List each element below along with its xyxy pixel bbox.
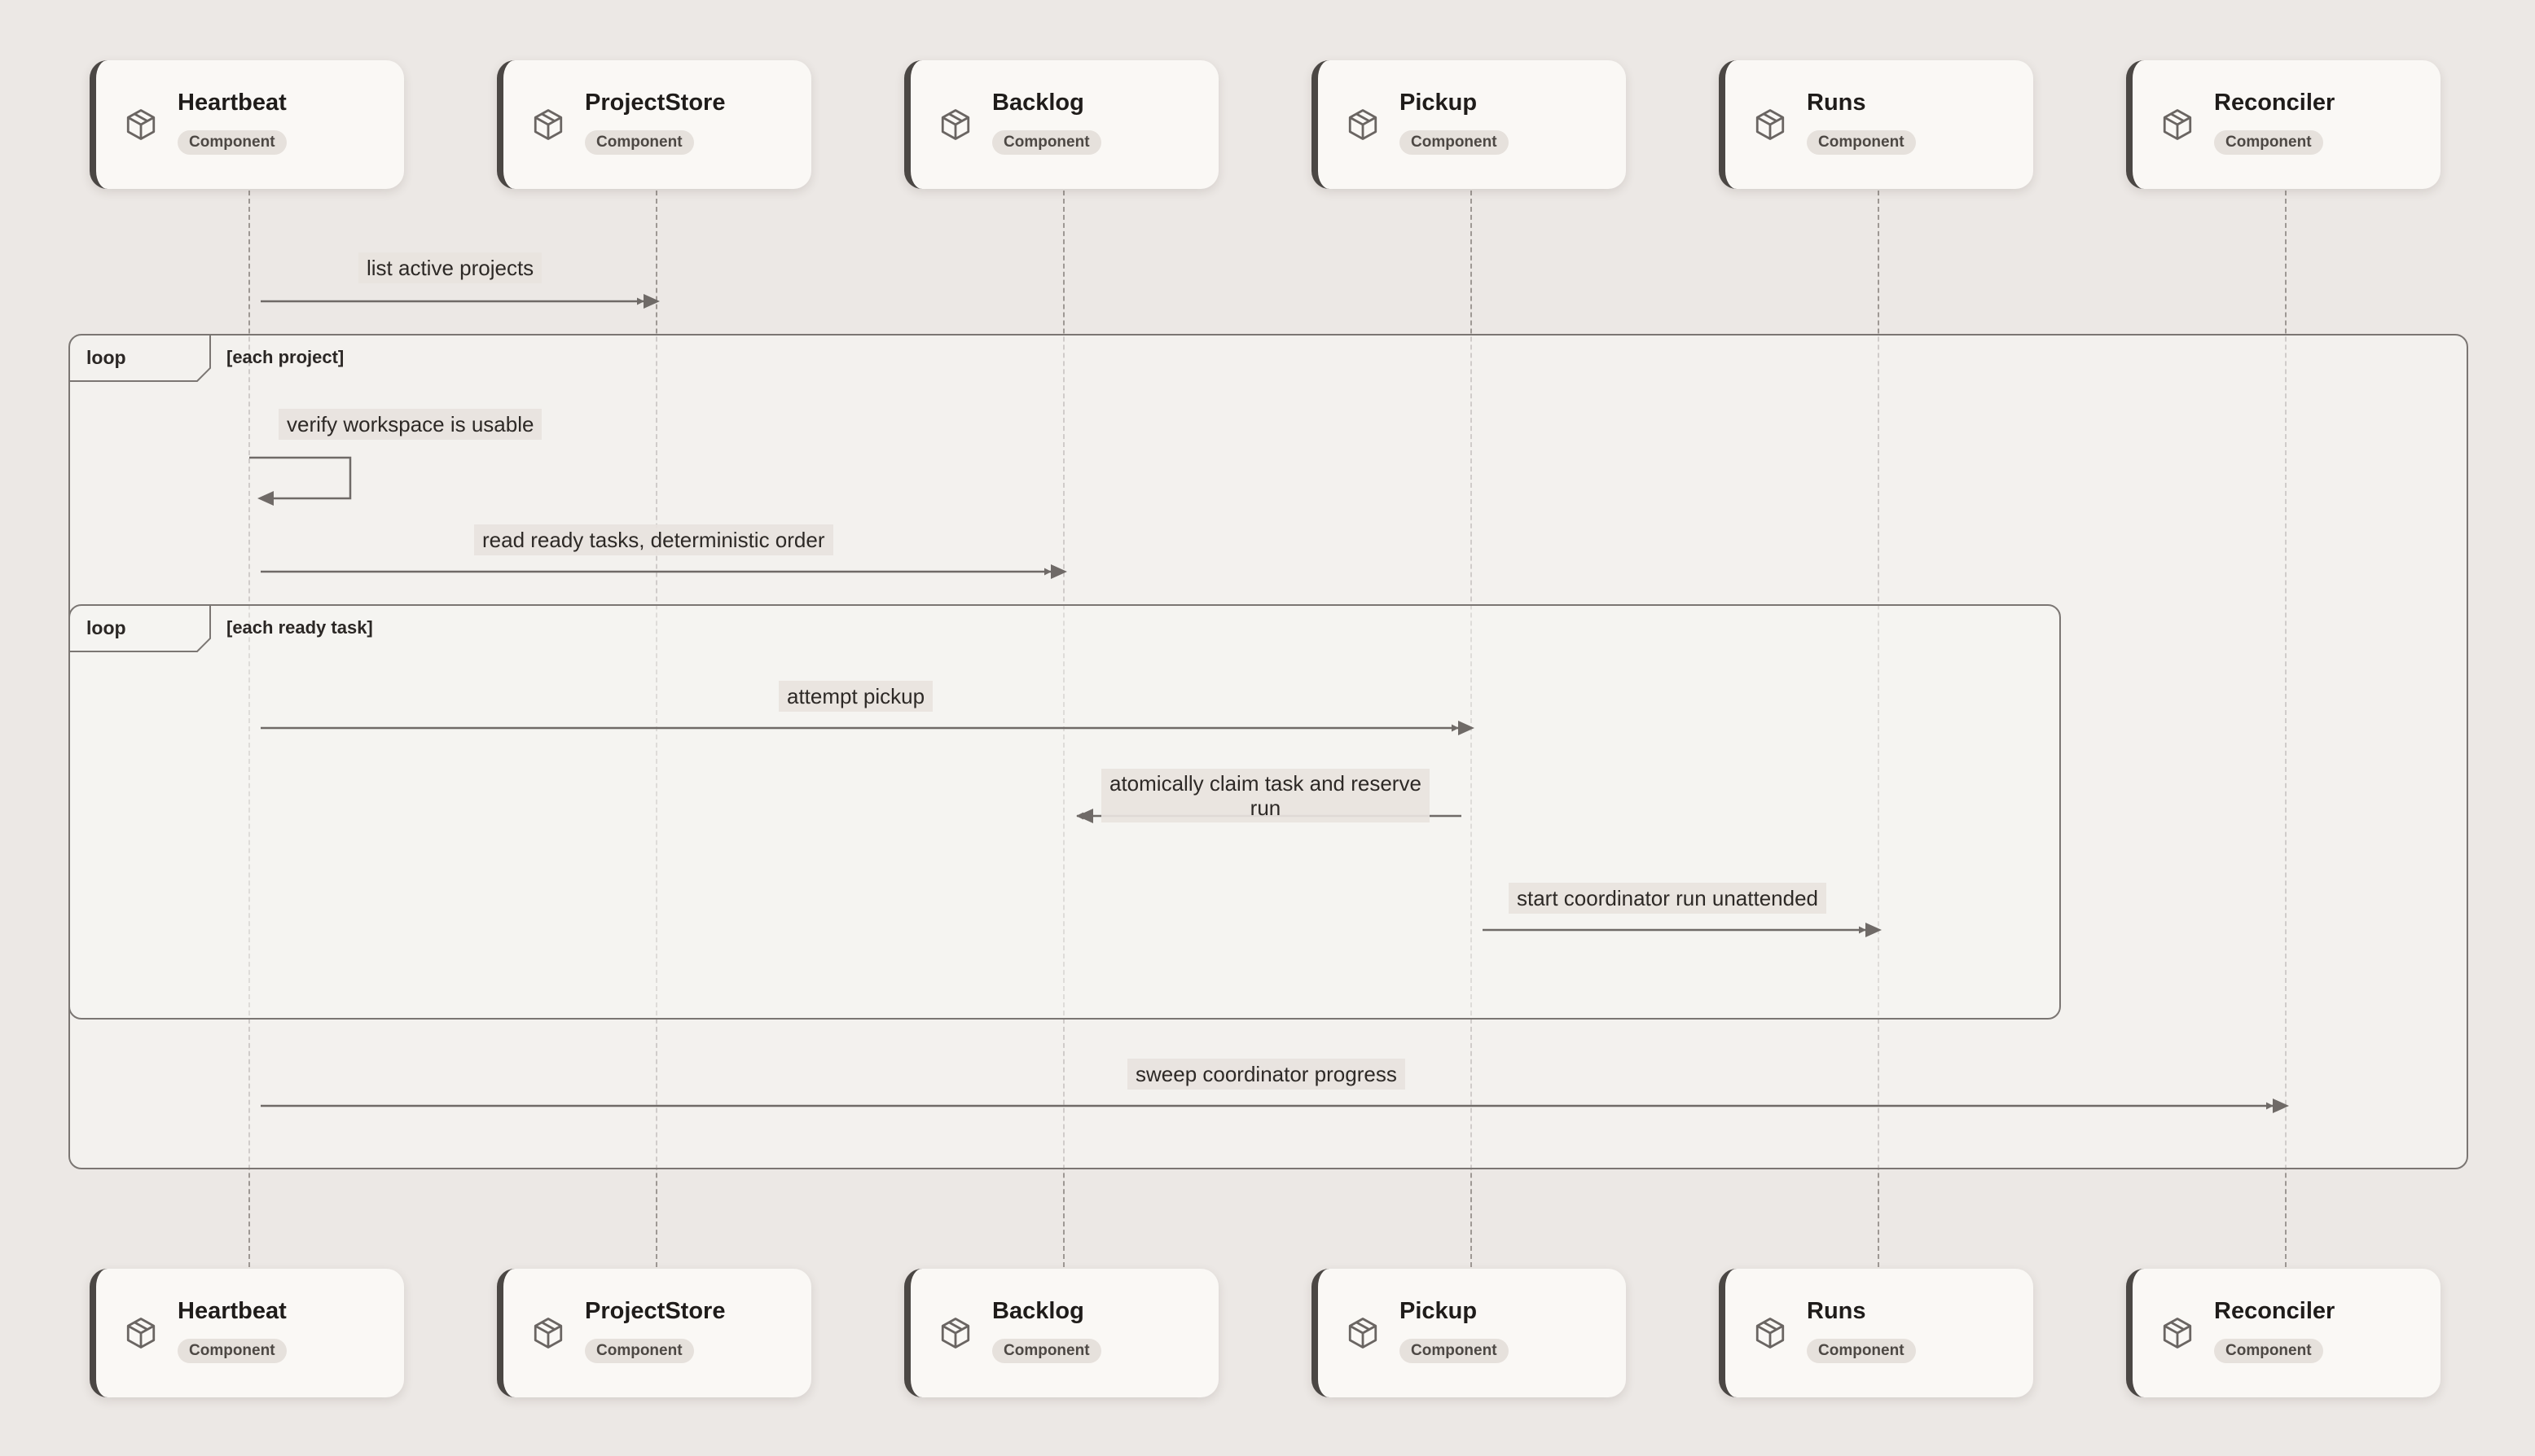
- arrowhead: [1077, 809, 1093, 823]
- actor-name: Runs: [1807, 90, 1866, 116]
- actor-name: Pickup: [1399, 90, 1478, 116]
- message-label-sweep-progress: sweep coordinator progress: [1127, 1059, 1405, 1090]
- arrow-verify-workspace: [249, 456, 352, 502]
- actor-reconciler-bottom: Reconciler Component: [2126, 1269, 2441, 1397]
- actor-name: Backlog: [992, 90, 1084, 116]
- cube-icon: [1755, 109, 1785, 140]
- actor-backlog-bottom: Backlog Component: [904, 1269, 1219, 1397]
- frame-keyword: loop: [86, 347, 126, 368]
- actor-badge: Component: [1399, 130, 1509, 155]
- frame-keyword: loop: [86, 617, 126, 638]
- frame-guard: [each ready task]: [226, 617, 373, 638]
- loop-frame-each-project: loop [each project]: [68, 334, 2468, 1169]
- actor-heartbeat-top: Heartbeat Component: [90, 60, 404, 189]
- actor-badge: Component: [1807, 1339, 1916, 1363]
- message-label-claim-task: atomically claim task and reserve run: [1101, 769, 1430, 822]
- loop-frame-each-ready-task: loop [each ready task]: [68, 604, 2061, 1020]
- cube-icon: [941, 1318, 970, 1349]
- actor-badge: Component: [1399, 1339, 1509, 1363]
- cube-icon: [1348, 1318, 1377, 1349]
- actor-name: Pickup: [1399, 1298, 1478, 1324]
- actor-reconciler-top: Reconciler Component: [2126, 60, 2441, 189]
- actor-badge: Component: [585, 1339, 694, 1363]
- actor-badge: Component: [2214, 1339, 2323, 1363]
- actor-name: ProjectStore: [585, 1298, 726, 1324]
- message-label-list-active-projects: list active projects: [358, 252, 543, 283]
- message-label-start-run: start coordinator run unattended: [1509, 883, 1827, 914]
- arrowhead: [1458, 721, 1474, 735]
- actor-badge: Component: [585, 130, 694, 155]
- cube-icon: [1348, 109, 1377, 140]
- arrowhead: [1051, 564, 1067, 579]
- actor-badge: Component: [2214, 130, 2323, 155]
- arrowhead: [644, 294, 660, 309]
- actor-name: Heartbeat: [178, 90, 287, 116]
- cube-icon: [534, 1318, 563, 1349]
- arrowhead: [2273, 1099, 2289, 1113]
- actor-projectstore-top: ProjectStore Component: [497, 60, 811, 189]
- actor-runs-top: Runs Component: [1719, 60, 2033, 189]
- frame-tab: [70, 335, 211, 382]
- frame-guard: [each project]: [226, 347, 345, 367]
- actor-name: Reconciler: [2214, 90, 2335, 116]
- actor-badge: Component: [992, 1339, 1101, 1363]
- actor-pickup-top: Pickup Component: [1311, 60, 1626, 189]
- cube-icon: [534, 109, 563, 140]
- message-label-verify-workspace: verify workspace is usable: [279, 409, 543, 440]
- message-label-read-ready-tasks: read ready tasks, deterministic order: [474, 524, 833, 555]
- actor-badge: Component: [992, 130, 1101, 155]
- actor-name: ProjectStore: [585, 90, 726, 116]
- actor-projectstore-bottom: ProjectStore Component: [497, 1269, 811, 1397]
- cube-icon: [941, 109, 970, 140]
- cube-icon: [126, 1318, 156, 1349]
- message-label-attempt-pickup: attempt pickup: [779, 681, 934, 712]
- arrowhead: [1865, 923, 1882, 937]
- actor-backlog-top: Backlog Component: [904, 60, 1219, 189]
- frame-tab: [70, 606, 211, 652]
- actor-name: Backlog: [992, 1298, 1084, 1324]
- cube-icon: [2163, 109, 2192, 140]
- actor-badge: Component: [178, 1339, 287, 1363]
- actor-badge: Component: [1807, 130, 1916, 155]
- actor-name: Runs: [1807, 1298, 1866, 1324]
- cube-icon: [1755, 1318, 1785, 1349]
- cube-icon: [2163, 1318, 2192, 1349]
- actor-pickup-bottom: Pickup Component: [1311, 1269, 1626, 1397]
- actor-name: Reconciler: [2214, 1298, 2335, 1324]
- actor-heartbeat-bottom: Heartbeat Component: [90, 1269, 404, 1397]
- cube-icon: [126, 109, 156, 140]
- actor-badge: Component: [178, 130, 287, 155]
- actor-runs-bottom: Runs Component: [1719, 1269, 2033, 1397]
- actor-name: Heartbeat: [178, 1298, 287, 1324]
- arrowhead: [257, 491, 274, 506]
